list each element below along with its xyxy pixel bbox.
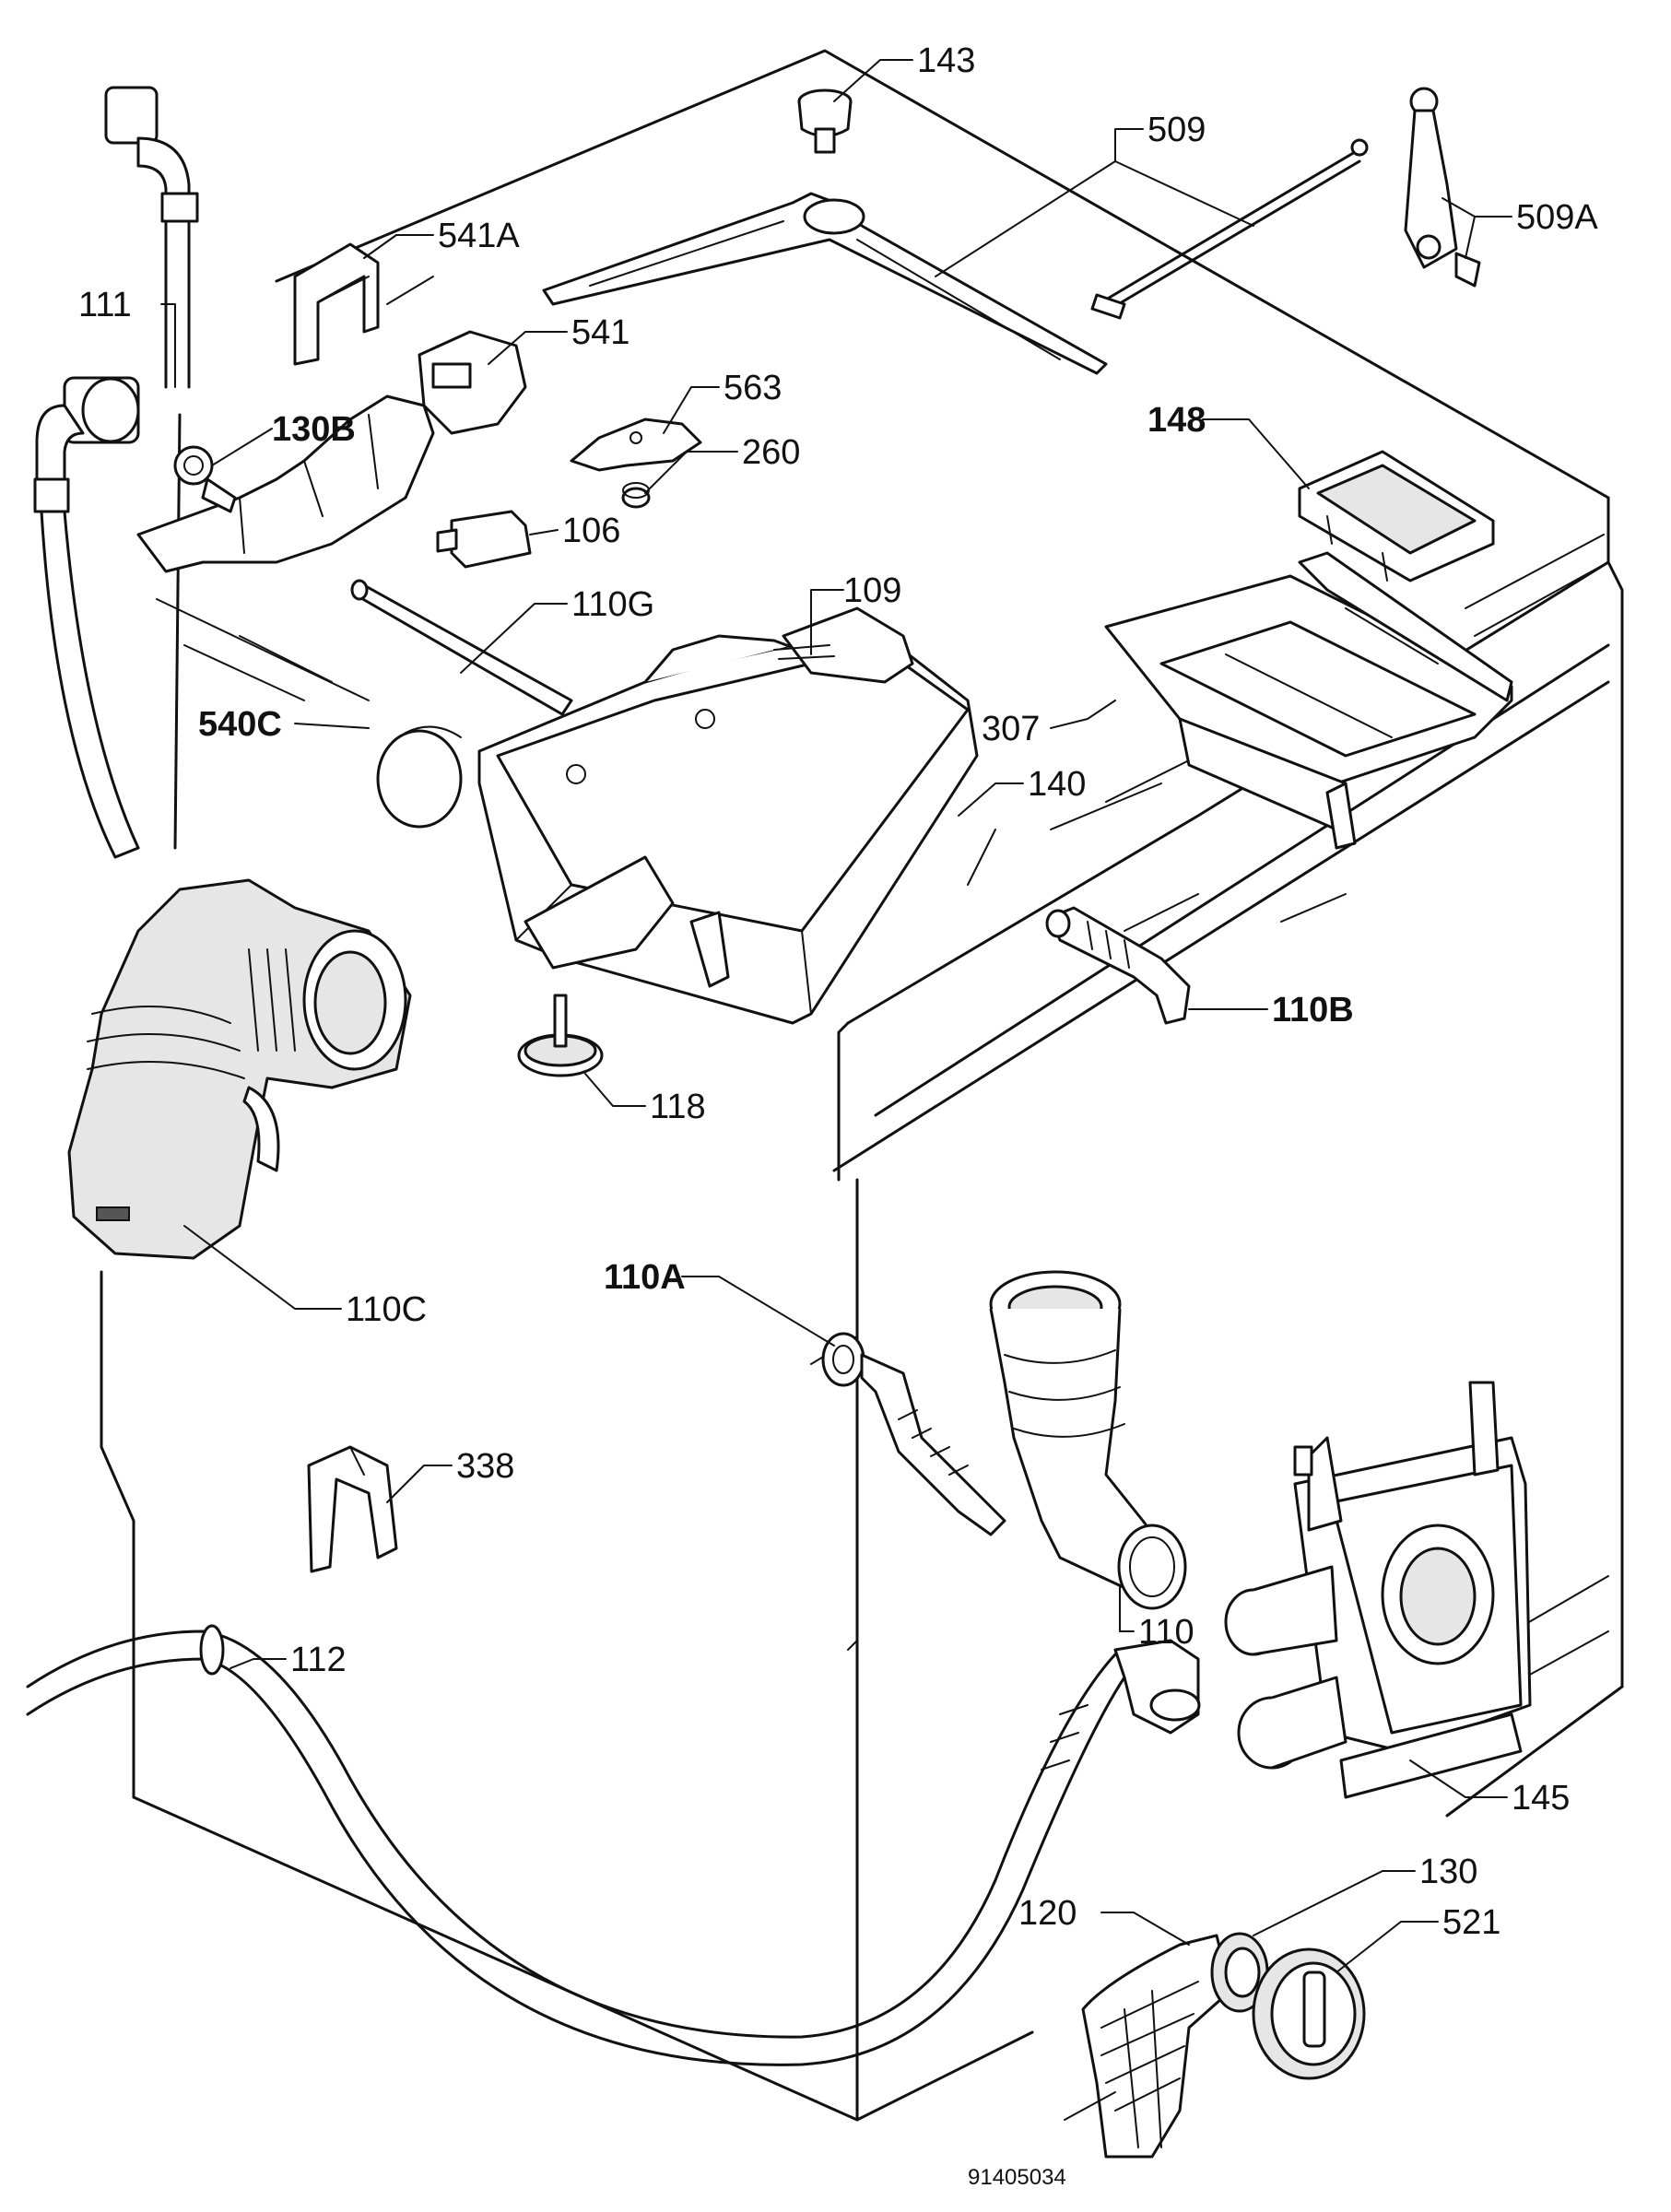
label-110c: 110C <box>346 1290 427 1329</box>
label-143: 143 <box>917 41 975 80</box>
part-338-clip <box>307 1445 398 1573</box>
label-109: 109 <box>843 571 901 610</box>
part-109-dispenser-housing <box>477 606 979 1025</box>
label-110g: 110G <box>571 585 654 624</box>
part-509a-lever <box>1404 87 1481 288</box>
label-563: 563 <box>724 369 782 407</box>
label-521: 521 <box>1442 1903 1500 1942</box>
label-140: 140 <box>1028 765 1086 804</box>
part-110c-bellows <box>67 878 412 1260</box>
part-110g-tube <box>350 579 573 716</box>
part-110a-hose <box>821 1332 1006 1536</box>
part-106-latch <box>436 510 532 569</box>
part-148-handle <box>1298 450 1495 582</box>
label-541: 541 <box>571 313 630 352</box>
label-338: 338 <box>456 1447 514 1486</box>
label-509a: 509A <box>1516 198 1598 237</box>
part-110b-hose <box>1045 906 1191 1025</box>
part-509-distributor <box>542 192 1108 375</box>
drawing-number: 91405034 <box>968 2165 1066 2190</box>
label-106: 106 <box>562 512 620 550</box>
label-120: 120 <box>1018 1894 1077 1933</box>
label-260: 260 <box>742 433 800 472</box>
label-110b: 110B <box>1272 991 1354 1030</box>
part-111-inlet-hose <box>33 86 199 859</box>
label-307: 307 <box>982 710 1040 748</box>
part-110-elbow <box>989 1270 1187 1610</box>
part-307-dispenser-drawer <box>1104 551 1513 850</box>
part-540c-seal <box>376 725 463 829</box>
part-120-filter <box>1081 1934 1232 2159</box>
label-110a: 110A <box>604 1258 686 1297</box>
part-260-spring <box>621 482 651 509</box>
label-509: 509 <box>1147 111 1206 149</box>
part-541-dispenser-frame <box>136 330 527 573</box>
label-130b: 130B <box>272 410 356 449</box>
label-118: 118 <box>650 1088 706 1126</box>
part-541a-clip <box>293 242 380 366</box>
label-148: 148 <box>1147 401 1206 440</box>
label-112: 112 <box>290 1641 347 1679</box>
label-541a: 541A <box>438 217 520 255</box>
leader-lines <box>160 59 1512 2121</box>
part-labels: 143 509 509A 541A 111 541 563 148 130B 2… <box>78 41 1598 2190</box>
label-130: 130 <box>1419 1853 1477 1891</box>
label-110: 110 <box>1138 1613 1194 1652</box>
part-509-rod <box>1090 138 1369 320</box>
part-563-cover <box>570 418 702 472</box>
part-521-cap <box>1252 1947 1366 2080</box>
label-540c: 540C <box>198 705 282 744</box>
part-118-filter-gear <box>517 994 604 1077</box>
part-143-cap <box>797 88 853 154</box>
part-145-pump <box>1224 1381 1532 1799</box>
label-111: 111 <box>78 286 132 324</box>
part-112-drain-hose <box>26 1624 1201 2066</box>
label-145: 145 <box>1512 1779 1570 1818</box>
